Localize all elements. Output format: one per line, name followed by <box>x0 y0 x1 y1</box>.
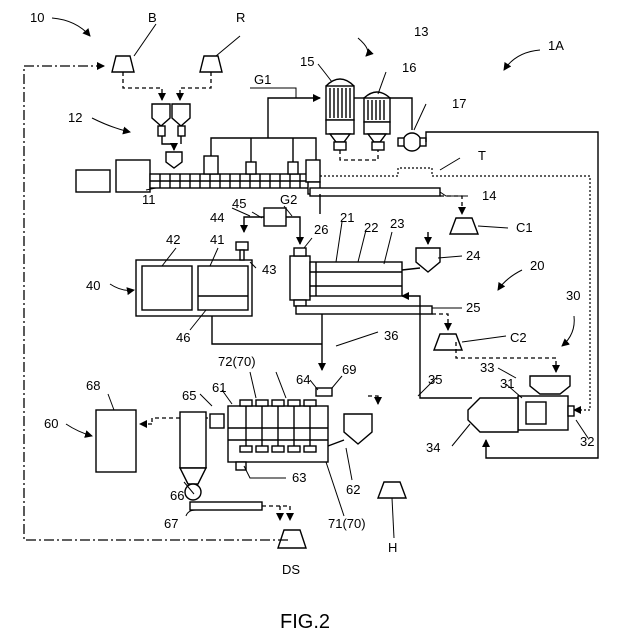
label-67: 67 <box>164 516 178 531</box>
label-ds: DS <box>282 562 300 577</box>
label-17: 17 <box>452 96 466 111</box>
kneader-61 <box>228 388 332 470</box>
feeder-hoppers-12 <box>152 104 190 136</box>
label-11: 11 <box>142 192 156 207</box>
label-25: 25 <box>466 300 480 315</box>
label-23: 23 <box>390 216 404 231</box>
vacuum-pump-17 <box>398 133 426 151</box>
label-63: 63 <box>292 470 306 485</box>
extruder-30 <box>468 376 574 432</box>
label-35: 35 <box>428 372 442 387</box>
label-36: 36 <box>384 328 398 343</box>
unit-68 <box>96 410 136 472</box>
label-31: 31 <box>500 376 514 391</box>
label-14: 14 <box>482 188 496 203</box>
label-30: 30 <box>566 288 580 303</box>
raw-material-hopper-r <box>200 56 222 72</box>
label-40: 40 <box>86 278 100 293</box>
label-68: 68 <box>86 378 100 393</box>
label-b: B <box>148 10 157 25</box>
mixer-20 <box>290 248 402 306</box>
label-72-70: 72(70) <box>218 354 256 369</box>
label-65: 65 <box>182 388 196 403</box>
apparatus-40 <box>136 242 252 316</box>
label-34: 34 <box>426 440 440 455</box>
vacuum-unit-15 <box>326 79 354 150</box>
label-71-70: 71(70) <box>328 516 366 531</box>
label-64: 64 <box>296 372 310 387</box>
label-24: 24 <box>466 248 480 263</box>
label-20: 20 <box>530 258 544 273</box>
extruder-11 <box>76 152 320 194</box>
label-10: 10 <box>30 10 44 25</box>
label-t: T <box>478 148 486 163</box>
silo-66 <box>180 412 224 500</box>
label-c2: C2 <box>510 330 527 345</box>
figure-caption: FIG.2 <box>280 611 330 633</box>
label-g2: G2 <box>280 192 297 207</box>
label-12: 12 <box>68 110 82 125</box>
label-61: 61 <box>212 380 226 395</box>
label-h: H <box>388 540 397 555</box>
label-45: 45 <box>232 196 246 211</box>
label-43: 43 <box>262 262 276 277</box>
label-g1: G1 <box>254 72 271 87</box>
label-44: 44 <box>210 210 224 225</box>
label-c1: C1 <box>516 220 533 235</box>
raw-material-hopper-b <box>112 56 134 72</box>
label-15: 15 <box>300 54 314 69</box>
label-13: 13 <box>414 24 428 39</box>
label-60: 60 <box>44 416 58 431</box>
label-21: 21 <box>340 210 354 225</box>
label-46: 46 <box>176 330 190 345</box>
label-16: 16 <box>402 60 416 75</box>
label-33: 33 <box>480 360 494 375</box>
label-32: 32 <box>580 434 594 449</box>
label-42: 42 <box>166 232 180 247</box>
label-r: R <box>236 10 245 25</box>
label-69: 69 <box>342 362 356 377</box>
vacuum-unit-16 <box>364 92 390 150</box>
label-26: 26 <box>314 222 328 237</box>
label-1a: 1A <box>548 38 564 53</box>
label-66: 66 <box>170 488 184 503</box>
label-62: 62 <box>346 482 360 497</box>
label-41: 41 <box>210 232 224 247</box>
label-22: 22 <box>364 220 378 235</box>
